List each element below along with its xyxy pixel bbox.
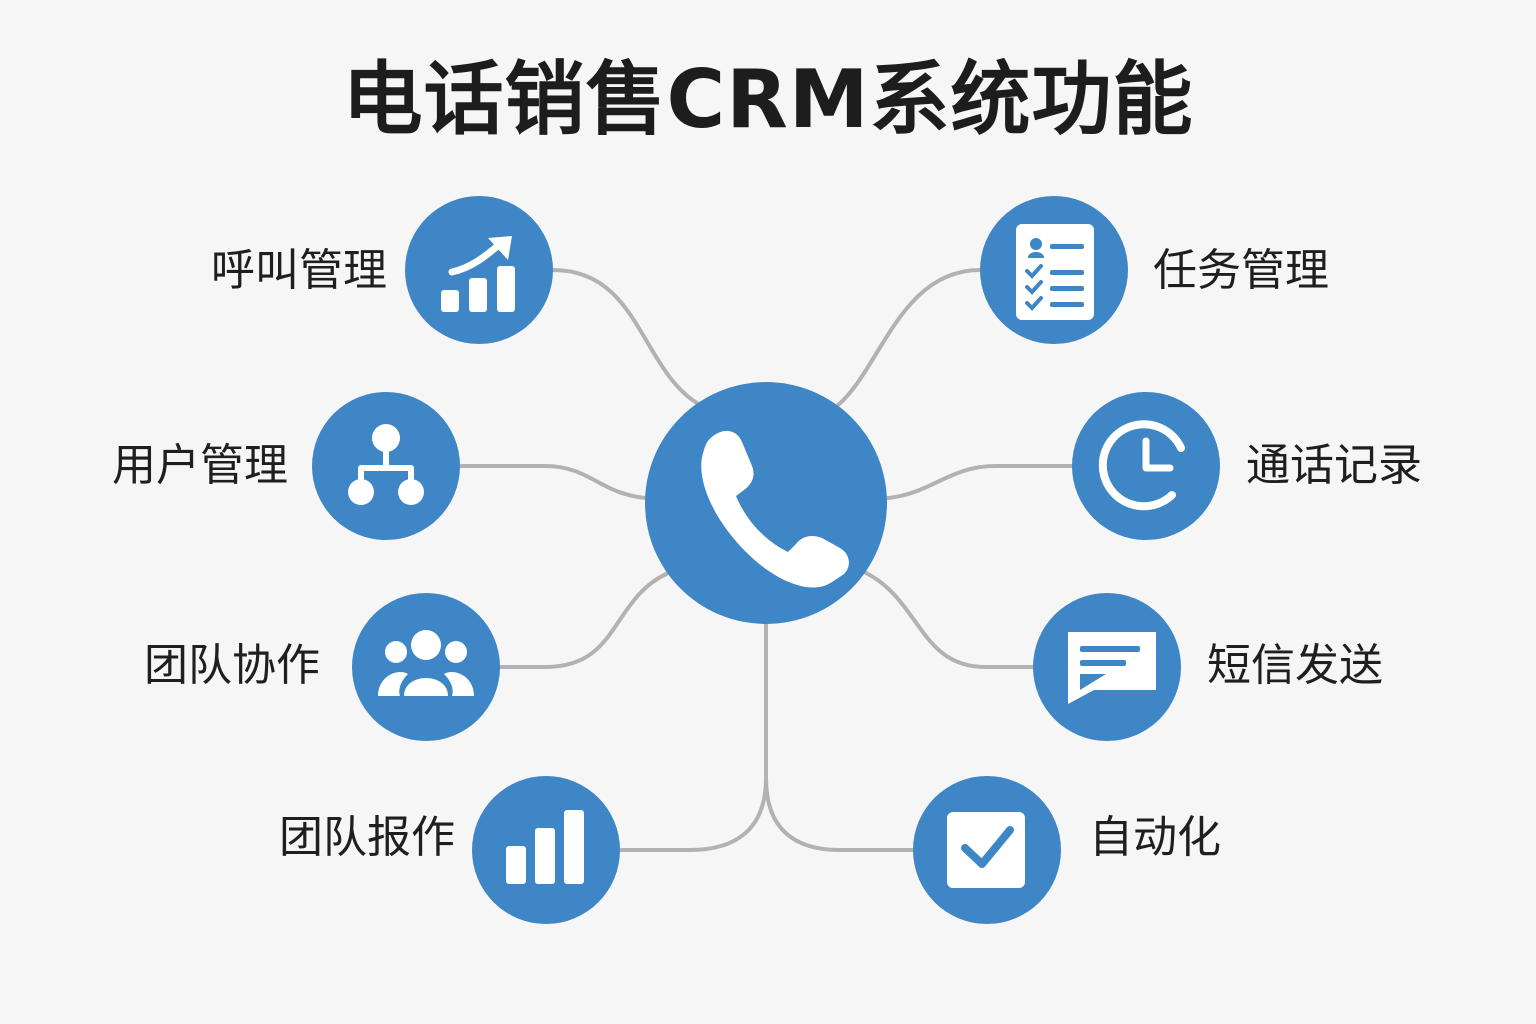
- node-task-management[interactable]: 任务管理: [980, 196, 1329, 344]
- node-team-collaboration[interactable]: 团队协作: [144, 593, 500, 741]
- node-label: 短信发送: [1207, 640, 1383, 691]
- node-label: 自动化: [1089, 812, 1221, 863]
- node-label: 用户管理: [112, 440, 288, 491]
- node-label: 团队报作: [279, 812, 455, 863]
- clock-icon: [1098, 420, 1185, 511]
- connector-user-management: [458, 464, 648, 500]
- bar-chart-icon: [506, 810, 584, 884]
- connector-team-collaboration: [496, 571, 670, 669]
- node-user-management[interactable]: 用户管理: [112, 392, 460, 540]
- node-label: 团队协作: [144, 640, 320, 691]
- node-label: 呼叫管理: [211, 245, 387, 296]
- node-team-report[interactable]: 团队报作: [279, 776, 620, 924]
- node-call-records[interactable]: 通话记录: [1072, 392, 1422, 540]
- phone-icon: [701, 430, 849, 588]
- node-automation[interactable]: 自动化: [913, 776, 1221, 924]
- node-label: 通话记录: [1246, 440, 1422, 491]
- checklist-icon: [1016, 224, 1094, 320]
- connector-sms: [864, 571, 1035, 669]
- connector-team-report: [618, 623, 768, 852]
- org-hierarchy-icon: [348, 424, 424, 505]
- connector-lines: [458, 268, 1074, 852]
- message-icon: [1068, 632, 1156, 704]
- checkbox-icon: [947, 812, 1025, 888]
- team-people-icon: [378, 630, 474, 696]
- node-call-management[interactable]: 呼叫管理: [211, 196, 553, 344]
- connector-task-management: [836, 268, 982, 407]
- trend-chart-icon: [441, 236, 515, 312]
- node-label: 任务管理: [1153, 245, 1329, 296]
- center-node[interactable]: [645, 382, 887, 624]
- connector-call-records: [886, 464, 1074, 500]
- node-sms[interactable]: 短信发送: [1033, 593, 1383, 741]
- page-title: 电话销售CRM系统功能: [342, 53, 1194, 146]
- connector-call-management: [551, 268, 702, 407]
- connector-automation: [764, 776, 916, 852]
